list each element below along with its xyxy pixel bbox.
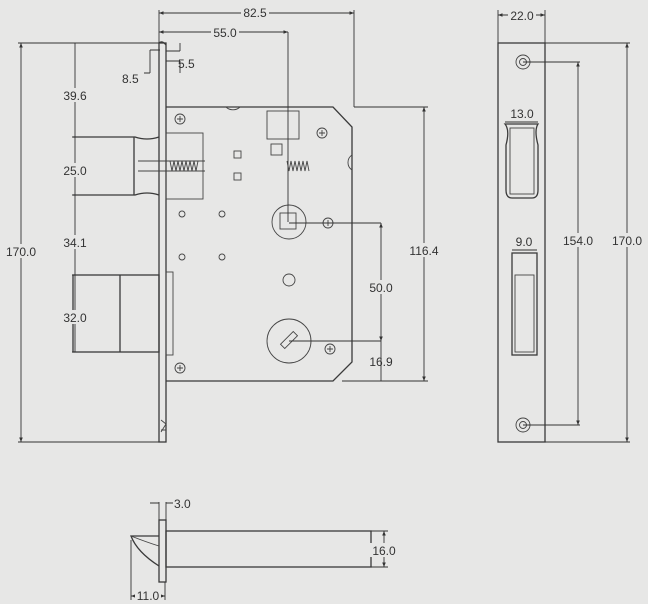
dim-latch-to-deadbolt: 34.1 (63, 236, 87, 250)
dim-latch-height: 25.0 (63, 164, 87, 178)
dim-backset: 55.0 (213, 26, 237, 40)
dim-plate-thickness: 3.0 (174, 497, 191, 511)
deadbolt-slot (511, 252, 538, 356)
lock-case (166, 106, 353, 382)
screw-icons (174, 113, 336, 374)
dim-case-height: 116.4 (409, 244, 438, 258)
dim-overall-height: 170.0 (6, 245, 36, 259)
dim-lip-height: 8.5 (122, 72, 139, 86)
faceplate (158, 42, 167, 443)
dim-deadbolt-height: 32.0 (63, 311, 87, 325)
latch-slot (503, 123, 540, 199)
side-view: 22.0 13.0 9.0 154.0 170.0 (497, 8, 647, 443)
dim-bevel-length: 11.0 (137, 589, 160, 603)
latch-switch (266, 110, 300, 140)
bolt-view: 3.0 16.0 11.0 (130, 497, 400, 603)
dim-spindle-to-cylinder: 50.0 (369, 281, 393, 295)
spindle-hub (271, 204, 307, 240)
front-view: 82.5 55.0 5.5 8.5 170.0 39.6 25.0 34.1 3… (3, 5, 443, 443)
dim-bolt-thickness: 16.0 (372, 544, 396, 558)
dim-top-to-latch: 39.6 (63, 89, 87, 103)
dim-cylinder-to-bottom: 16.9 (369, 355, 393, 369)
holes (178, 210, 296, 287)
latch-bolt (73, 132, 205, 200)
faceplate-side (497, 42, 546, 443)
dim-faceplate-width: 22.0 (510, 9, 534, 23)
dim-latch-slot-width: 13.0 (510, 107, 534, 121)
dim-faceplate-height: 170.0 (612, 234, 642, 248)
spring (286, 160, 310, 172)
dim-lip-width: 5.5 (178, 57, 195, 71)
dim-deadbolt-slot-width: 9.0 (516, 235, 533, 249)
dim-overall-width: 82.5 (243, 6, 267, 20)
dim-hole-spacing: 154.0 (563, 234, 593, 248)
